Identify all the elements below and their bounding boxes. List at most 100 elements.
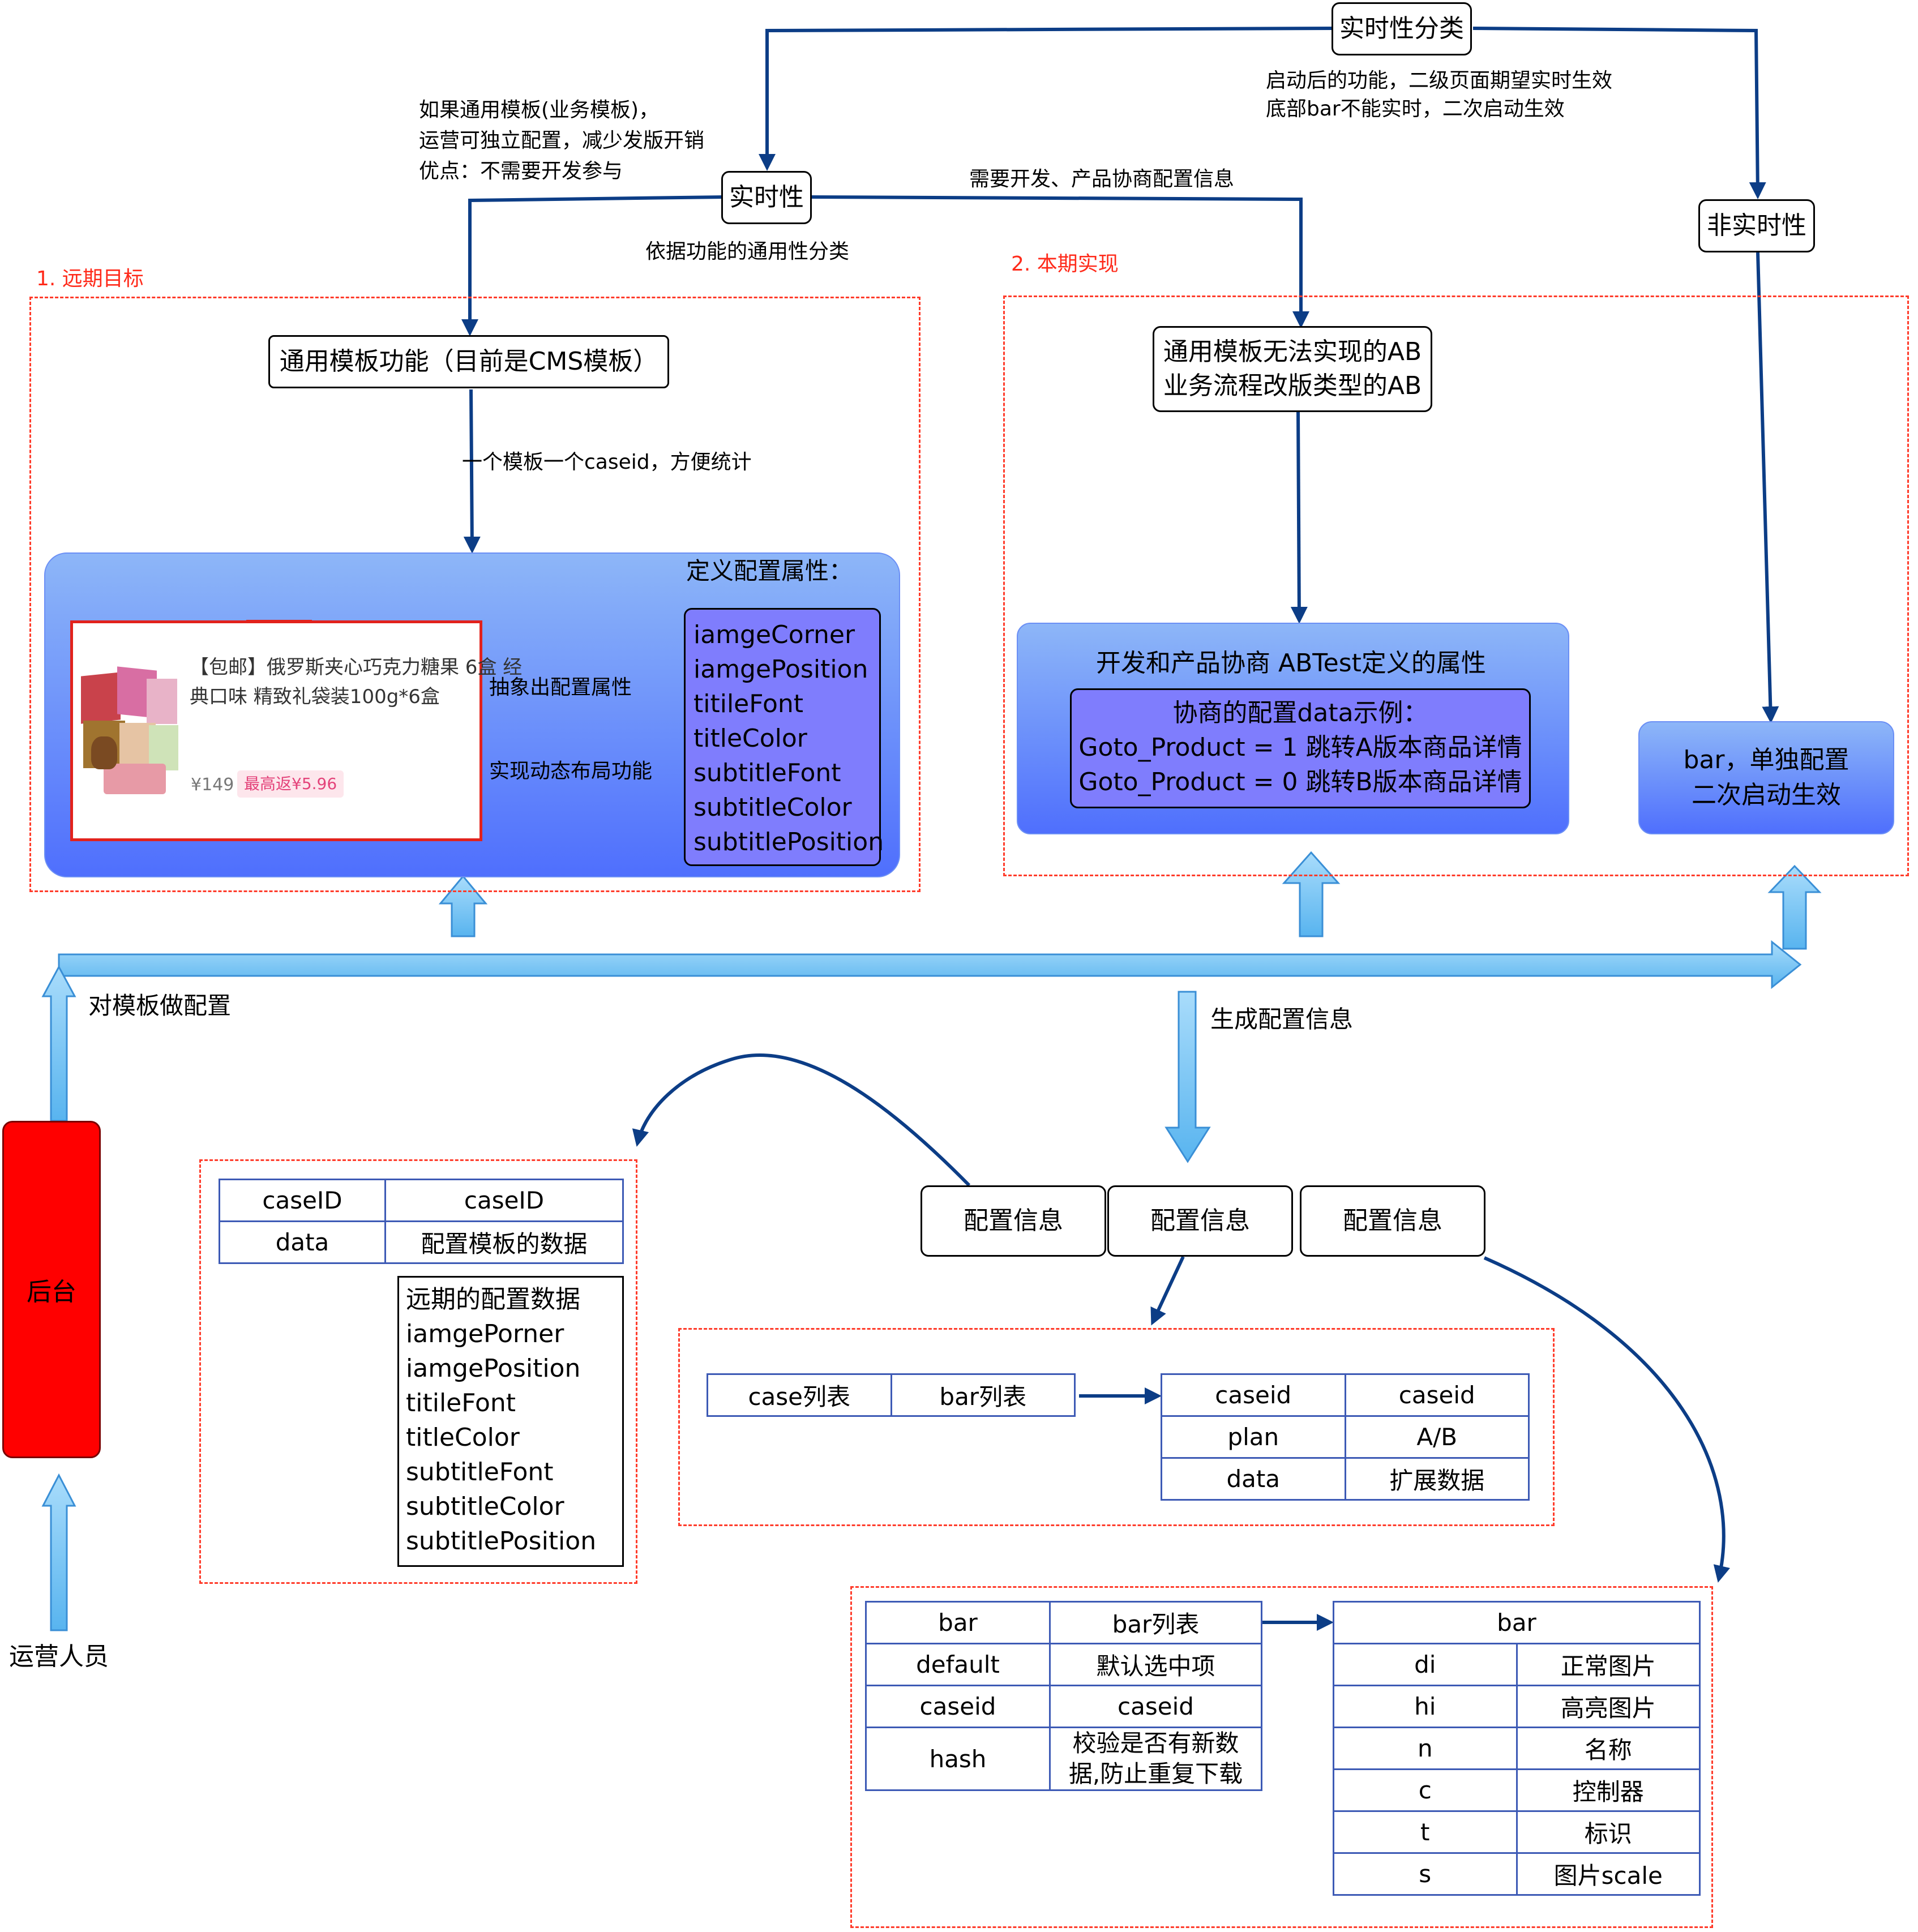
product-box-3 [147, 679, 177, 724]
attribute-list-box: iamgeCorner iamgePosition titileFont tit… [684, 608, 884, 866]
bar-list-table: bar bar列表 default 默认选中项 caseid caseid ha… [865, 1601, 1262, 1791]
product-rebate-badge: 最高返¥5.96 [237, 770, 344, 798]
region1-title: 1. 远期目标 [36, 267, 144, 290]
bar-config-line1: bar，单独配置 [1683, 746, 1850, 774]
future-config-list: 远期的配置数据 iamgePorner iamgePosition titile… [397, 1276, 624, 1567]
product-title-line2: 典口味 精致礼袋装100g*6盒 [190, 686, 440, 708]
table-cell: hash [865, 1727, 1051, 1791]
operator-label: 运营人员 [9, 1642, 109, 1671]
table-row: t 标识 [1333, 1810, 1701, 1854]
list-item: titileFont [406, 1389, 516, 1417]
block-arrow-generate-down [1164, 991, 1211, 1163]
table-row: n 名称 [1333, 1727, 1701, 1770]
product-title-line1: 【包邮】俄罗斯夹心巧克力糖果 6盒 经 [190, 656, 523, 679]
table-cell: di [1333, 1643, 1518, 1686]
attr-title-color: titleColor [693, 724, 807, 753]
case-config-frame [678, 1328, 1555, 1526]
right-edge-note: 需要开发、产品协商配置信息 [969, 168, 1235, 191]
backend-label: 后台 [27, 1278, 76, 1306]
hash-value-line1: 校验是否有新数 [1072, 1729, 1239, 1757]
edge-realtime-to-ab [810, 195, 1309, 328]
table-cell: 默认选中项 [1049, 1643, 1262, 1686]
abstract-label: 抽象出配置属性 [489, 676, 632, 699]
table-cell: 标识 [1515, 1810, 1701, 1854]
table-cell: default [865, 1643, 1051, 1686]
edge-template-to-panel [463, 389, 481, 554]
edge-ab-to-panel [1290, 412, 1308, 624]
list-item: iamgePosition [406, 1354, 581, 1383]
root-classification-box[interactable]: 实时性分类 [1332, 2, 1472, 55]
case-list-table: case列表 bar列表 [707, 1373, 1076, 1417]
ab-box-line2: 业务流程改版类型的AB [1163, 371, 1422, 400]
config-info-box-3[interactable]: 配置信息 [1300, 1185, 1485, 1257]
list-item: iamgePorner [406, 1320, 564, 1348]
table-cell: caseid [865, 1685, 1051, 1728]
table-cell: data [1161, 1457, 1346, 1501]
block-arrow-backend-up [41, 965, 76, 1122]
config-template-label: 对模板做配置 [88, 992, 232, 1019]
edge-nonrealtime-to-bar [1756, 252, 1779, 723]
region1-frame [29, 297, 921, 892]
template-box[interactable]: 通用模板功能（目前是CMS模板） [268, 335, 669, 388]
table-row: default 默认选中项 [865, 1643, 1262, 1686]
table-cell: bar列表 [1049, 1601, 1262, 1644]
table-cell: caseID [219, 1179, 386, 1222]
list-item: titleColor [406, 1423, 520, 1452]
table-cell: 图片scale [1515, 1852, 1701, 1896]
table-row: case列表 bar列表 [707, 1373, 1076, 1417]
table-cell: 配置模板的数据 [384, 1220, 624, 1264]
example-title: 协商的配置data示例： [1172, 699, 1428, 727]
attr-subtitle-position: subtitlePosition [693, 828, 884, 856]
example-line1: Goto_Product = 1 跳转A版本商品详情 [1078, 733, 1522, 762]
config-panel-title: 定义配置属性： [686, 557, 853, 585]
table-row: c 控制器 [1333, 1768, 1701, 1812]
product-card[interactable]: 【包邮】俄罗斯夹心巧克力糖果 6盒 经 典口味 精致礼袋装100g*6盒 ¥14… [70, 620, 522, 841]
list-item: subtitleFont [406, 1458, 554, 1487]
table-row: data 扩展数据 [1161, 1457, 1530, 1501]
product-price: ¥149 [191, 775, 234, 795]
list-item: subtitlePosition [406, 1527, 597, 1556]
region2-frame [1003, 295, 1909, 876]
non-realtime-box[interactable]: 非实时性 [1698, 199, 1815, 252]
block-arrow-up-bar [1767, 864, 1822, 950]
table-cell: caseID [384, 1179, 624, 1222]
realtime-box[interactable]: 实时性 [721, 171, 812, 224]
table-cell: 控制器 [1515, 1768, 1701, 1812]
table-cell: 校验是否有新数 据,防止重复下载 [1049, 1727, 1262, 1791]
product-box-7 [104, 764, 166, 794]
table-row: caseid caseid [865, 1685, 1262, 1728]
block-arrow-operator-up [41, 1473, 76, 1631]
abtest-example-box: 协商的配置data示例： Goto_Product = 1 跳转A版本商品详情 … [1070, 688, 1531, 808]
edge-config-to-future [632, 1053, 971, 1187]
under-realtime-note: 依据功能的通用性分类 [645, 240, 850, 263]
table-row: bar bar列表 [865, 1601, 1262, 1644]
ab-box[interactable]: 通用模板无法实现的AB 业务流程改版类型的AB [1153, 326, 1432, 412]
generate-config-label: 生成配置信息 [1210, 1005, 1354, 1033]
root-note-line1: 启动后的功能，二级页面期望实时生效 [1266, 69, 1613, 92]
edge-root-to-nonrealtime [1472, 27, 1766, 199]
edge-config-to-case [1150, 1256, 1185, 1326]
table-cell: bar [1333, 1601, 1701, 1644]
config-info-box-2[interactable]: 配置信息 [1107, 1185, 1293, 1257]
edge-root-to-realtime [759, 27, 1337, 171]
attr-subtitle-font: subtitleFont [693, 759, 841, 787]
bar-config-box[interactable]: bar，单独配置 二次启动生效 [1638, 721, 1894, 834]
backend-block[interactable]: 后台 [2, 1121, 101, 1458]
edge-config-to-bar [1483, 1256, 1731, 1583]
table-row: hi 高亮图片 [1333, 1685, 1701, 1728]
table-cell: caseid [1344, 1373, 1530, 1417]
attr-title-font: titileFont [693, 689, 804, 718]
table-row: caseid caseid [1161, 1373, 1530, 1417]
table-cell: 扩展数据 [1344, 1457, 1530, 1501]
edge-realtime-to-template [461, 195, 724, 336]
table-cell[interactable]: bar列表 [890, 1373, 1076, 1417]
config-info-box-1[interactable]: 配置信息 [921, 1185, 1106, 1257]
table-cell: hi [1333, 1685, 1518, 1728]
future-list-title: 远期的配置数据 [406, 1285, 580, 1314]
future-config-table: caseID caseID data 配置模板的数据 [219, 1179, 624, 1264]
table-cell: t [1333, 1810, 1518, 1854]
table-cell[interactable]: case列表 [707, 1373, 892, 1417]
product-image[interactable] [81, 666, 178, 795]
case-detail-table: caseid caseid plan A/B data 扩展数据 [1161, 1373, 1530, 1501]
table-row: s 图片scale [1333, 1852, 1701, 1896]
